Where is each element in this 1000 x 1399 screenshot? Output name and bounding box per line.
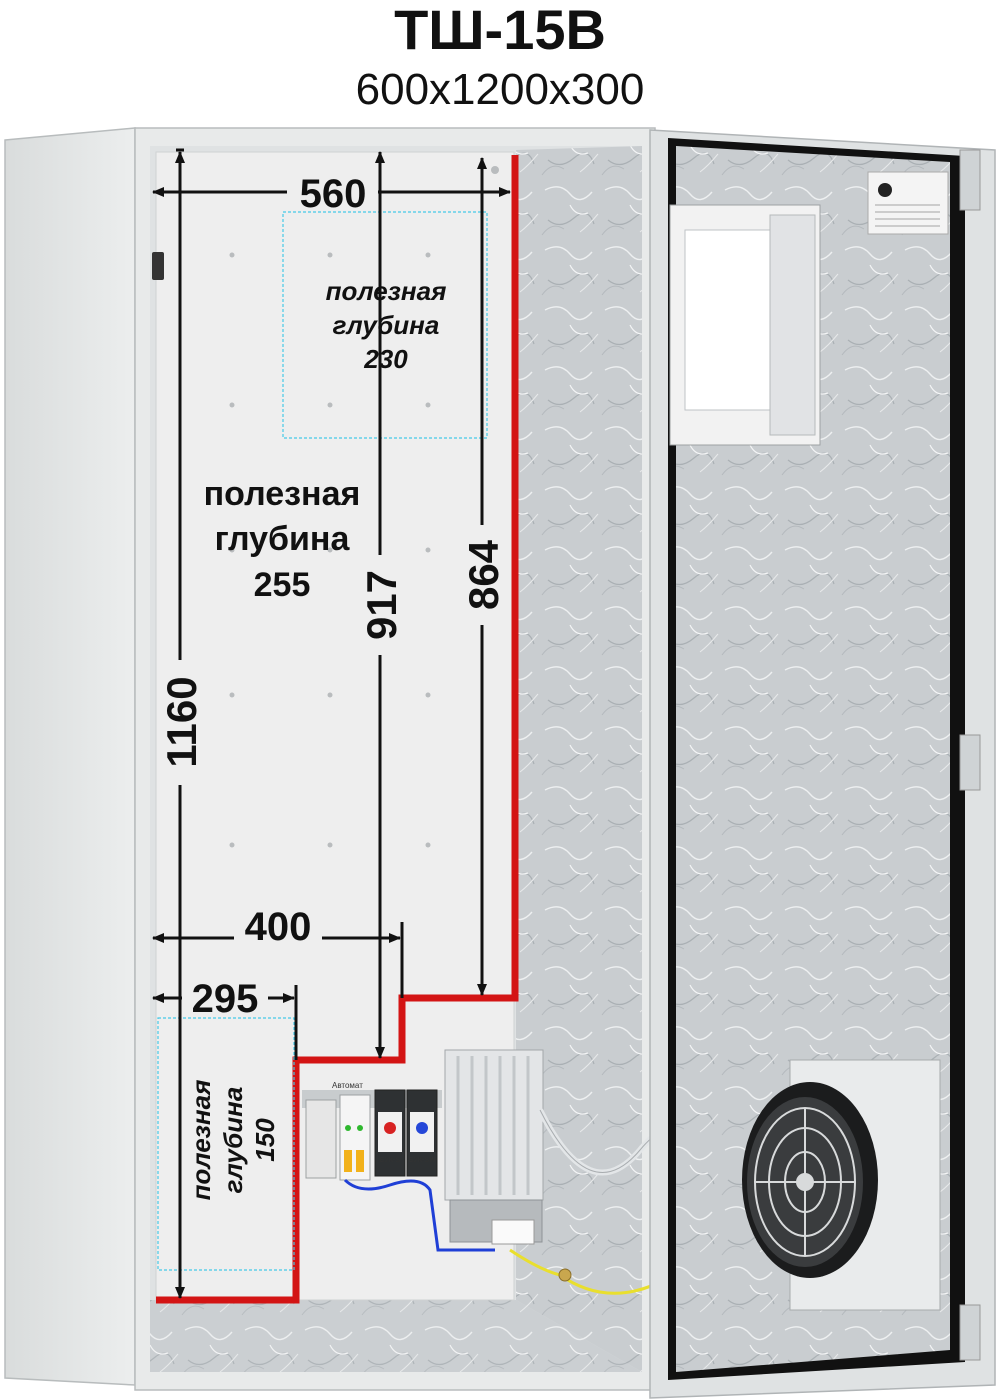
zone-top-right-line3: 230 [363, 344, 408, 374]
zone-label-top-right: полезная глубина 230 [326, 276, 447, 374]
dimension-lines [152, 148, 511, 1299]
zone-main-line2: глубина [215, 520, 351, 558]
guide-rect-bottom [157, 1017, 295, 1271]
din-components: Автомат БУК-S БУК-SW [302, 1049, 762, 1295]
zone-bottom-left-line2: глубина [218, 1087, 248, 1194]
zone-bottom-left-line3: 150 [250, 1118, 280, 1162]
dim-height-middle: 917 [358, 570, 405, 640]
depth-outline-red [156, 155, 519, 1304]
zone-label-bottom-left: полезная глубина 150 [186, 1080, 280, 1201]
breaker-label: Автомат [332, 1081, 363, 1090]
zone-top-right-line1: полезная [326, 276, 447, 306]
thermostat-2-label: БУК-SW [409, 1157, 436, 1164]
zone-bottom-left-line1: полезная [186, 1080, 216, 1201]
zone-top-right-line2: глубина [333, 310, 440, 340]
page-title: ТШ-15В [394, 0, 606, 61]
zone-main-line3: 255 [254, 566, 311, 604]
zone-label-main: полезная глубина 255 [204, 475, 361, 604]
page-subtitle: 600x1200x300 [355, 65, 645, 114]
open-door [649, 129, 996, 1399]
dim-width-middle: 400 [245, 905, 312, 949]
zone-main-line1: полезная [204, 475, 361, 513]
door-fan [742, 1059, 941, 1311]
heater [444, 1049, 544, 1245]
dim-width-bottom: 295 [192, 977, 259, 1021]
dim-width-top: 560 [300, 172, 367, 216]
guide-rect-top [282, 211, 488, 439]
rating-plate [867, 171, 949, 235]
cabinet-body [4, 127, 656, 1391]
thermostat-1-label: БУК-S [380, 1157, 400, 1164]
dim-height-total: 1160 [158, 676, 205, 767]
dim-height-right: 864 [460, 539, 507, 610]
